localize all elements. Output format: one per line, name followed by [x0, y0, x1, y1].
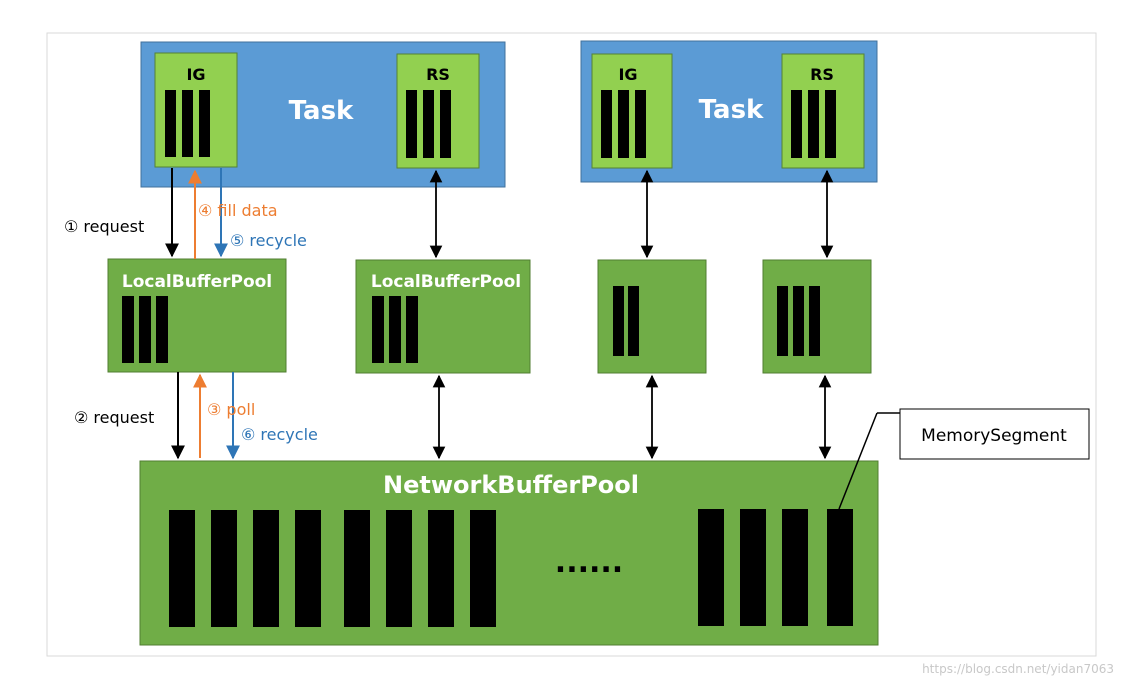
memory-segment-bar [386, 510, 412, 627]
memory-segment-bar [698, 509, 724, 626]
buffer-bar [601, 90, 612, 158]
memory-segment-bar [295, 510, 321, 627]
buffer-bar [440, 90, 451, 158]
buffer-bar [406, 296, 418, 363]
buffer-bar [182, 90, 193, 157]
memory-segment-label: MemorySegment [921, 426, 1067, 446]
buffer-bar [777, 286, 788, 356]
step-2-label: ② request [74, 408, 154, 427]
input-gate-2: IG [591, 53, 673, 169]
memory-segment-bar [782, 509, 808, 626]
buffer-bar [628, 286, 639, 356]
buffer-bar [613, 286, 624, 356]
buffer-bar [156, 296, 168, 363]
memory-segment-bar [253, 510, 279, 627]
buffer-bar [793, 286, 804, 356]
local-buffer-pool-1: LocalBufferPool [107, 258, 287, 373]
rs-label: RS [426, 65, 450, 84]
buffer-bar [165, 90, 176, 157]
task-box-1: Task IG RS [140, 41, 506, 188]
buffer-bar [618, 90, 629, 158]
buffer-bar [199, 90, 210, 157]
step-1-label: ① request [64, 217, 144, 236]
memory-segment-bar [827, 509, 853, 626]
input-gate-1: IG [154, 52, 238, 168]
network-buffer-pool: NetworkBufferPool ...... [139, 460, 879, 646]
step-4-label: ④ fill data [198, 201, 278, 220]
result-subpartition-1: RS [396, 53, 480, 169]
buffer-bar [423, 90, 434, 158]
memory-segment-bar [169, 510, 195, 627]
buffer-bar [139, 296, 151, 363]
memory-segment-bar [470, 510, 496, 627]
watermark: https://blog.csdn.net/yidan7063 [922, 662, 1114, 676]
buffer-bar [808, 90, 819, 158]
step-6-label: ⑥ recycle [241, 425, 318, 444]
ig-label: IG [186, 65, 205, 84]
buffer-bar [389, 296, 401, 363]
task-box-2: Task IG RS [580, 40, 878, 183]
local-pool-label: LocalBufferPool [122, 272, 272, 292]
local-pool-label: LocalBufferPool [371, 272, 521, 292]
memory-segment-bar [740, 509, 766, 626]
buffer-bar [791, 90, 802, 158]
step-3-label: ③ poll [207, 400, 255, 419]
step-5-label: ⑤ recycle [230, 231, 307, 250]
buffer-bar [406, 90, 417, 158]
ig-label: IG [618, 65, 637, 84]
buffer-bar [635, 90, 646, 158]
network-pool-label: NetworkBufferPool [383, 471, 639, 499]
memory-segment-callout: MemorySegment [838, 408, 1090, 510]
local-buffer-pool-3 [597, 259, 707, 374]
buffer-bar [122, 296, 134, 363]
buffer-bar [372, 296, 384, 363]
memory-segment-bar [428, 510, 454, 627]
buffer-bar [809, 286, 820, 356]
memory-segment-bar [344, 510, 370, 627]
local-buffer-pool-2: LocalBufferPool [355, 259, 531, 374]
rs-label: RS [810, 65, 834, 84]
ellipsis: ...... [555, 545, 623, 580]
buffer-bar [825, 90, 836, 158]
task-title: Task [699, 95, 764, 125]
local-buffer-pool-4 [762, 259, 872, 374]
memory-segment-bar [211, 510, 237, 627]
result-subpartition-2: RS [781, 53, 865, 169]
task-title: Task [289, 96, 354, 126]
